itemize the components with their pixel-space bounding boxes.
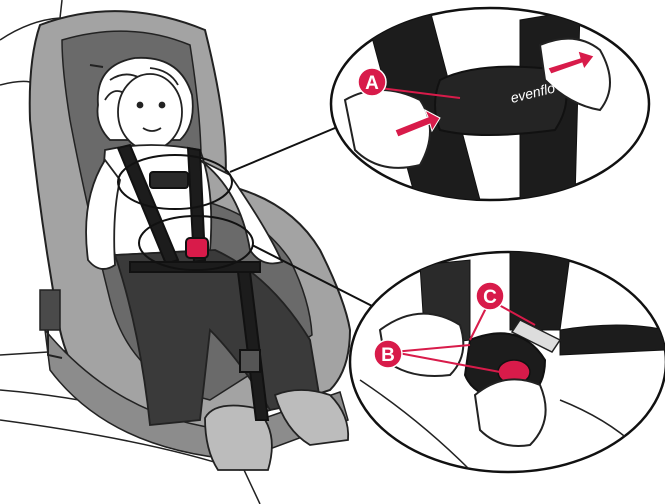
chest-clip	[150, 172, 188, 188]
crotch-buckle	[186, 238, 208, 258]
callout-a-label: A	[365, 73, 379, 94]
detail-chest-clip: evenflo A	[331, 8, 649, 215]
callout-b-label: B	[381, 345, 395, 366]
leader-line-top	[230, 128, 335, 172]
callout-c-label: C	[483, 287, 497, 308]
crotch-strap-buckle	[240, 350, 260, 372]
latch-connector	[40, 290, 60, 330]
detail-crotch-buckle: B C	[350, 250, 665, 472]
child-face	[118, 74, 182, 150]
